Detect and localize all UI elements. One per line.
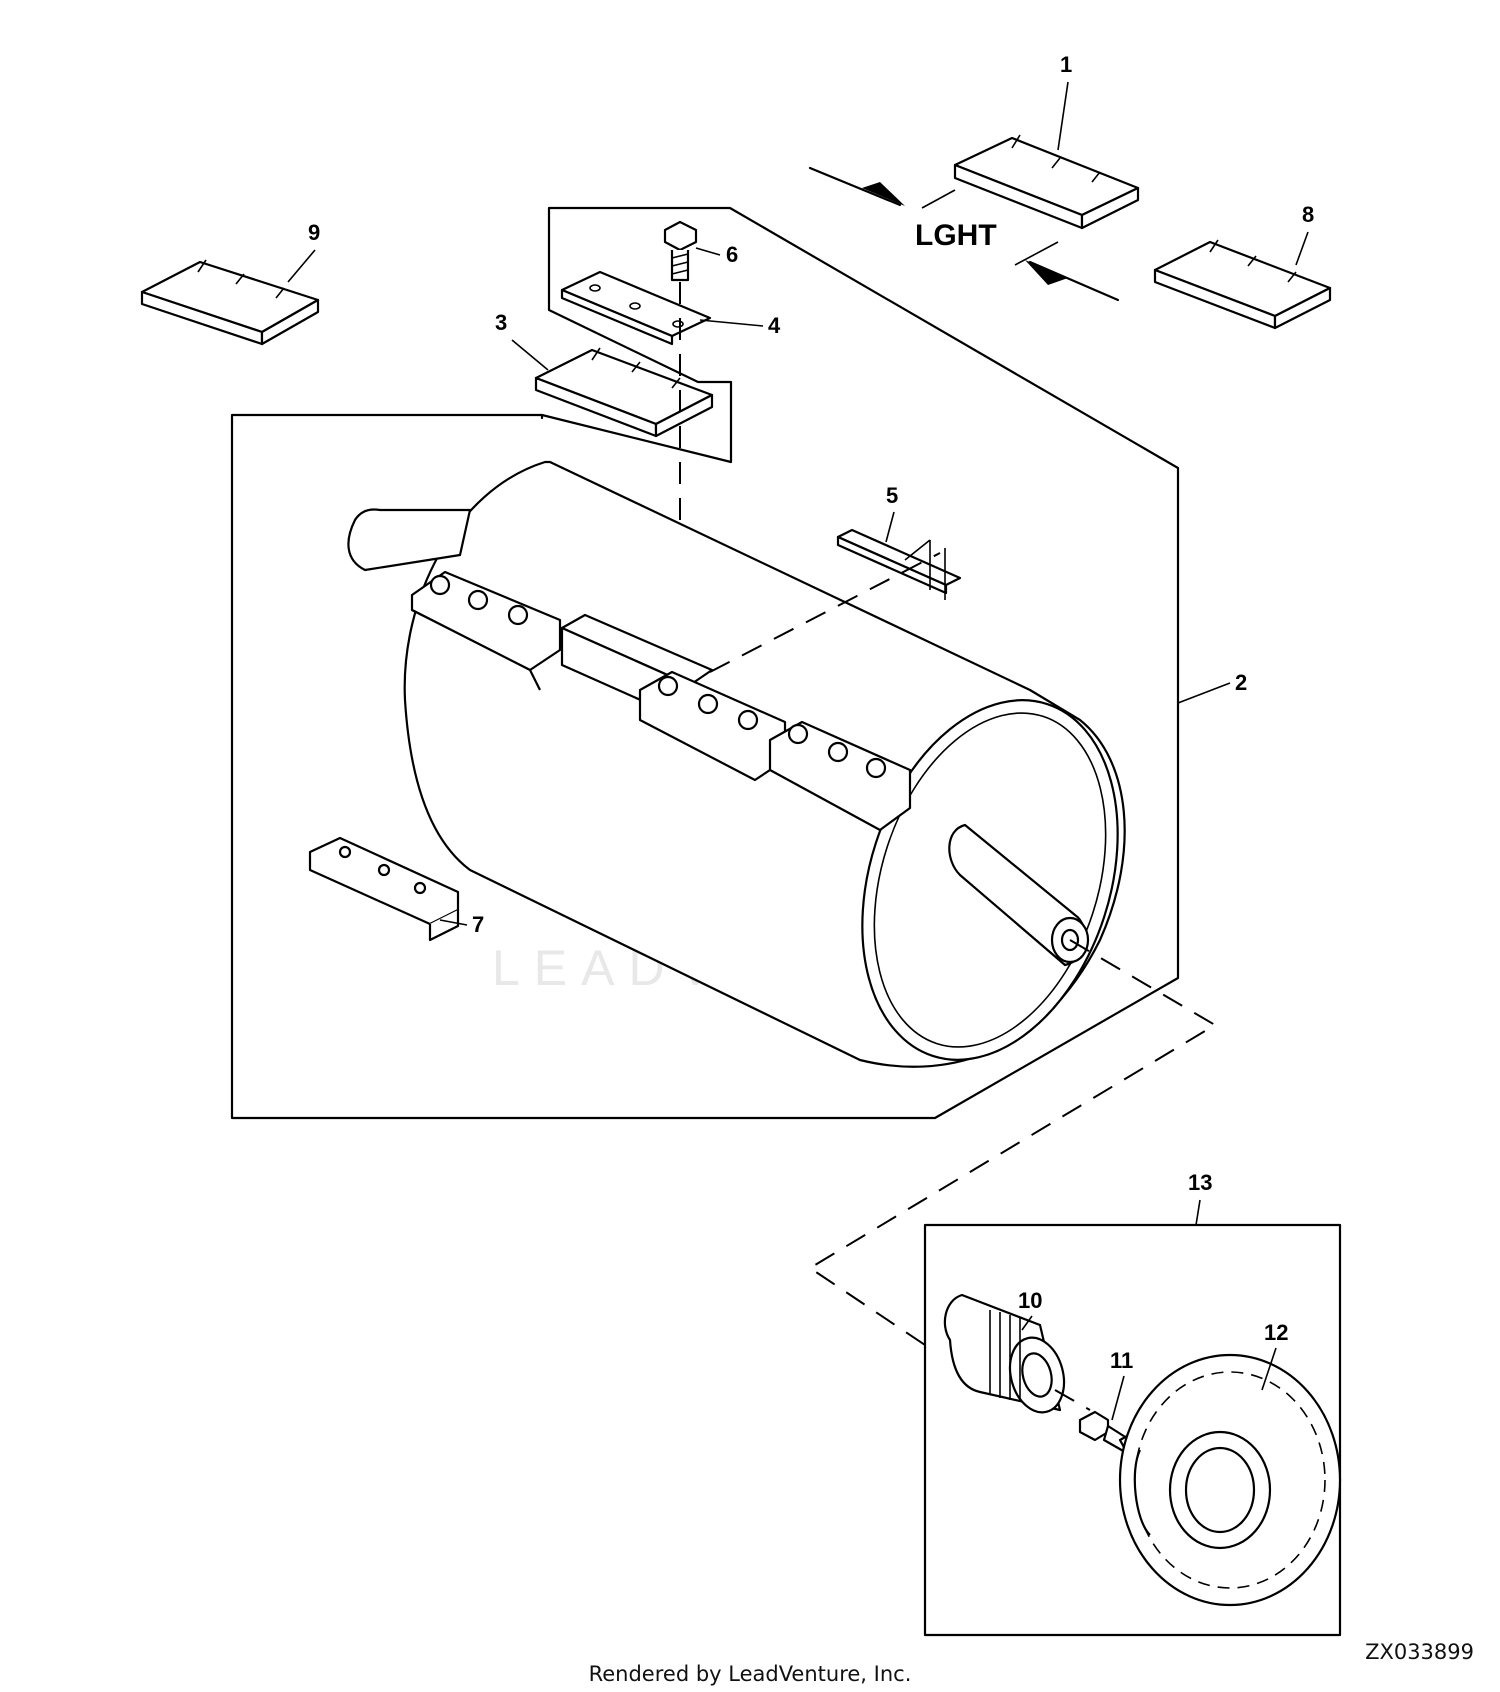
callout-8: 8 (1302, 202, 1314, 227)
callout-13: 13 (1188, 1170, 1212, 1195)
callout-12: 12 (1264, 1320, 1288, 1345)
part-12-sprocket (1118, 1353, 1342, 1607)
callouts: 1 2 3 4 5 6 7 8 9 10 11 12 13 (287, 52, 1314, 1421)
callout-1: 1 (1060, 52, 1072, 77)
callout-3: 3 (495, 310, 507, 335)
part-13-box (923, 1223, 1342, 1637)
part-4-plate (560, 270, 712, 346)
figure-id: ZX033899 (1365, 1640, 1474, 1664)
direction-label: LGHT (915, 219, 997, 252)
part-6-bolt (663, 220, 698, 660)
callout-11: 11 (1110, 1348, 1133, 1373)
part-7-bracket (308, 836, 460, 942)
callout-9: 9 (308, 220, 320, 245)
dash-connectors (709, 552, 1217, 1346)
part-8-blade (1153, 239, 1332, 330)
direction-arrows: LGHT (808, 166, 1120, 302)
drum-brackets (410, 570, 912, 832)
part-3-blade (534, 347, 714, 438)
part-5-bar (836, 528, 962, 600)
callout-5: 5 (886, 483, 898, 508)
callout-10: 10 (1018, 1288, 1042, 1313)
callout-7: 7 (472, 912, 484, 937)
part-10-bushing (943, 1293, 1091, 1414)
part-1-blade (953, 134, 1140, 230)
assembly-frame (230, 206, 1180, 1120)
callout-4: 4 (768, 313, 781, 338)
footer-credit: Rendered by LeadVenture, Inc. (588, 1662, 912, 1686)
part-9-blade (140, 259, 320, 346)
callout-2: 2 (1235, 670, 1247, 695)
callout-6: 6 (726, 242, 738, 267)
